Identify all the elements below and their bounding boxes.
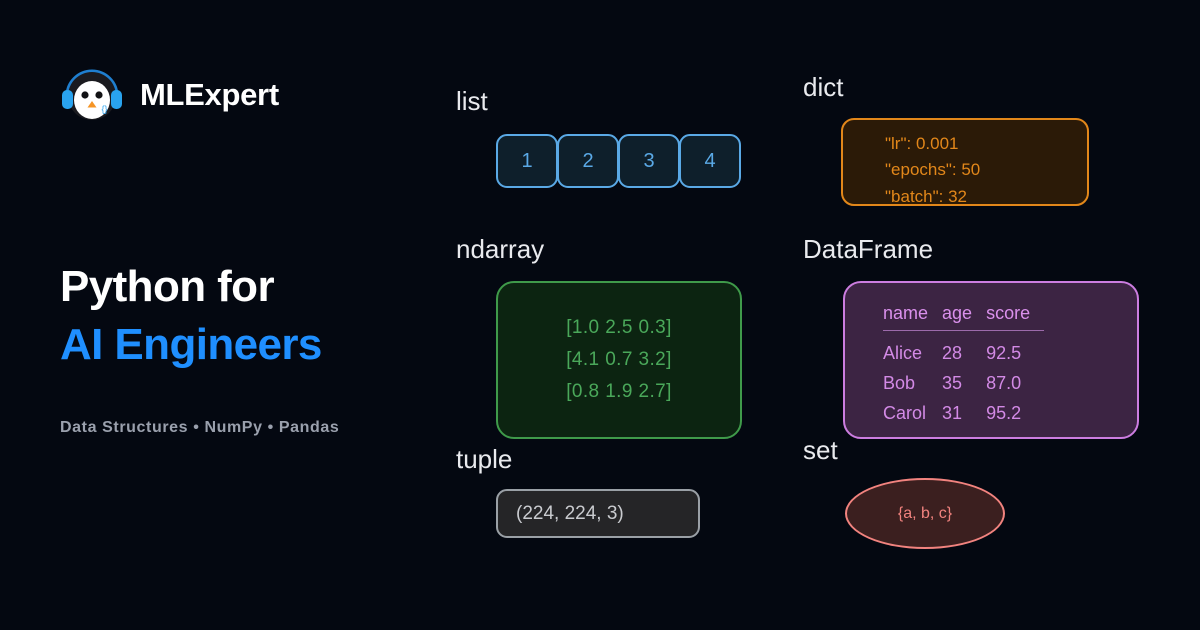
column-header-score: score — [986, 303, 1045, 331]
tuple-diagram: (224, 224, 3) — [496, 489, 700, 538]
list-cell: 2 — [557, 134, 619, 188]
section-label-dataframe: DataFrame — [803, 234, 934, 264]
headline-line-2: AI Engineers — [60, 320, 322, 370]
svg-text:{}: {} — [102, 104, 108, 114]
brand-name: MLExpert — [140, 76, 279, 112]
section-label-set: set — [803, 435, 838, 465]
ndarray-row: [1.0 2.5 0.3] — [566, 317, 672, 338]
section-label-list: list — [456, 86, 488, 116]
cell-age: 35 — [942, 373, 963, 394]
subtitle-topics: Data Structures • NumPy • Pandas — [60, 419, 340, 436]
section-label-ndarray: ndarray — [456, 234, 545, 264]
column-header-name: name — [883, 303, 943, 331]
ndarray-diagram: [1.0 2.5 0.3] [4.1 0.7 3.2] [0.8 1.9 2.7… — [496, 281, 742, 439]
list-diagram: 1 2 3 4 — [496, 134, 741, 188]
headline-block: Python for AI Engineers — [60, 258, 440, 374]
cell-age: 28 — [942, 343, 963, 363]
cell-score: 87.0 — [986, 373, 1022, 394]
dict-entry: "lr": 0.001 — [885, 134, 959, 153]
ndarray-row: [0.8 1.9 2.7] — [566, 381, 672, 402]
cell-score: 95.2 — [986, 403, 1022, 424]
cell-name: Carol — [883, 403, 927, 424]
cell-name: Alice — [883, 343, 923, 363]
dataframe-table: name age score Alice 28 92.5 Bob 35 87.0… — [883, 303, 1045, 427]
table-header-row: name age score — [883, 303, 1045, 331]
cell-name: Bob — [883, 373, 916, 394]
set-value: {a, b, c} — [897, 504, 953, 522]
headline-line-1: Python for — [60, 262, 275, 311]
column-header-age: age — [942, 303, 987, 331]
dict-entry: "epochs": 50 — [885, 160, 981, 180]
ndarray-row: [4.1 0.7 3.2] — [566, 349, 672, 370]
list-cell: 1 — [496, 134, 558, 188]
cell-age: 31 — [942, 403, 963, 424]
dataframe-diagram: name age score Alice 28 92.5 Bob 35 87.0… — [843, 281, 1139, 439]
dict-diagram: "lr": 0.001 "epochs": 50 "batch": 32 — [841, 118, 1089, 206]
section-label-dict: dict — [803, 72, 844, 102]
penguin-headphones-logo-icon: {} — [60, 62, 124, 126]
dict-entry: "batch": 32 — [885, 186, 968, 206]
cell-score: 92.5 — [986, 343, 1022, 363]
section-label-tuple: tuple — [456, 444, 513, 474]
table-row: Carol 31 95.2 — [883, 397, 1044, 427]
table-row: Bob 35 87.0 — [883, 367, 1044, 397]
set-diagram: {a, b, c} — [845, 478, 1005, 549]
table-row: Alice 28 92.5 — [883, 331, 1044, 368]
list-cell: 4 — [679, 134, 741, 188]
tuple-value: (224, 224, 3) — [516, 502, 624, 524]
list-cell: 3 — [618, 134, 680, 188]
brand-lockup: {} MLExpert — [60, 62, 279, 126]
